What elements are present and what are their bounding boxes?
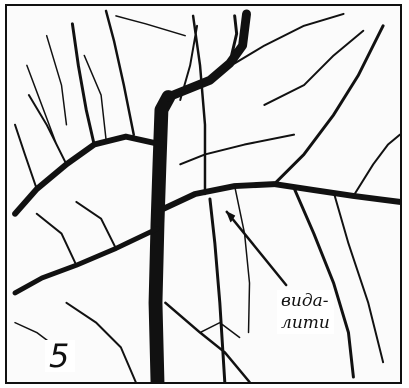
illustration-frame: 5 вида- лити: [5, 4, 402, 384]
annotation-line-1: вида-: [281, 290, 330, 312]
remove-annotation: вида- лити: [277, 290, 334, 334]
annotation-pointer-line: [227, 212, 286, 285]
tree-branches-drawing: [7, 6, 400, 382]
lower-left-branch: [15, 229, 157, 293]
panel-number: 5: [45, 340, 75, 372]
left-arch-branch: [15, 137, 161, 214]
annotation-line-2: лити: [281, 312, 330, 334]
tree-trunk: [156, 97, 169, 382]
right-main-branch: [163, 184, 399, 209]
removed-branch-1: [210, 199, 225, 382]
